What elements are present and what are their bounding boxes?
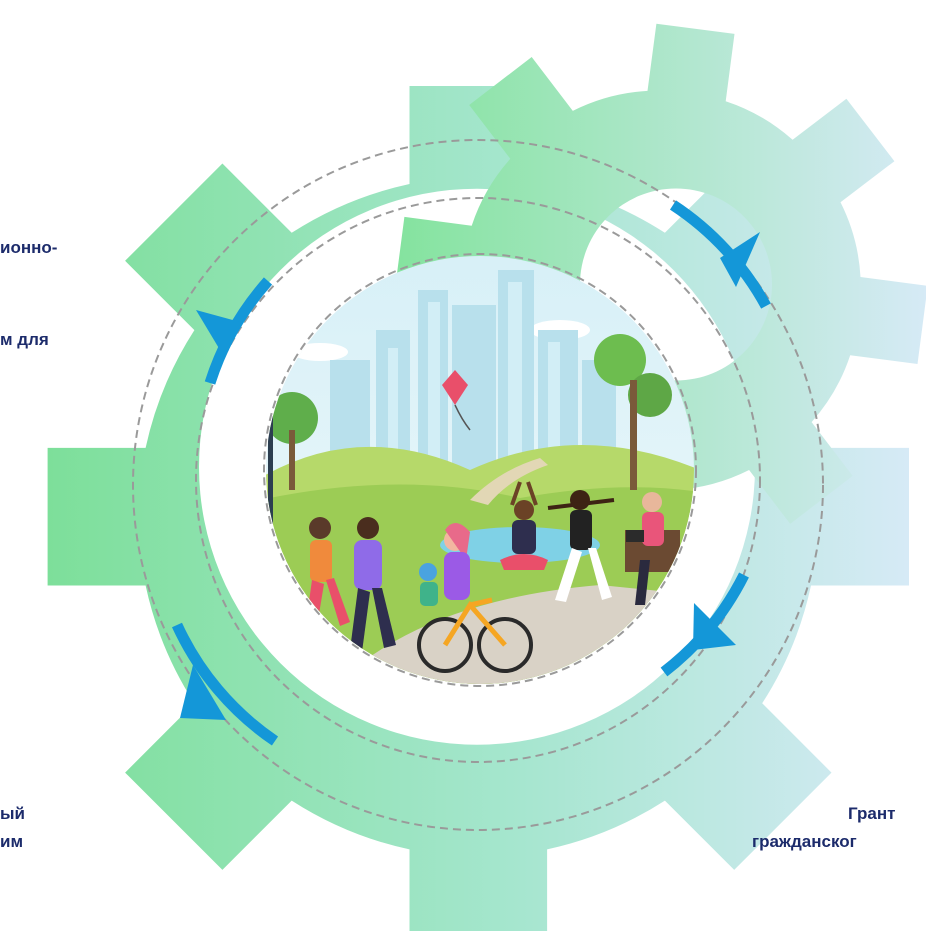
- kite-icon: [442, 370, 471, 431]
- arrowhead-left-bottom: [180, 665, 226, 720]
- arrowheads: [180, 232, 760, 720]
- label-bottom-right-line2: гражданског: [752, 832, 857, 851]
- label-top-left-line1: ионно-: [0, 238, 58, 257]
- inner-dashed-ring: [195, 197, 761, 763]
- stretch-figure: [547, 490, 615, 602]
- center-dashed-ring: [263, 253, 697, 687]
- arrowhead-left-top: [196, 310, 240, 350]
- label-bottom-left-line1: ый: [0, 804, 25, 823]
- large-gear: [47, 86, 909, 931]
- label-bottom-left-line2: им: [0, 832, 24, 851]
- label-bottom-right-line1: Грант: [848, 804, 896, 823]
- arrowhead-right-top: [720, 232, 760, 287]
- park-illustration: [266, 256, 694, 684]
- laptop-figure: [625, 492, 680, 605]
- outer-dashed-ring: [132, 139, 824, 831]
- arrowhead-right-bottom: [693, 603, 736, 650]
- cyclist-figure: [417, 522, 533, 673]
- label-top-left-line2: м для: [0, 330, 49, 349]
- yoga-figure: [500, 481, 548, 570]
- arrow-arc-left-bottom: [171, 622, 279, 746]
- dashed-rings: [132, 139, 824, 831]
- arrow-arc-right-top: [669, 200, 771, 309]
- jogger-figure: [350, 517, 396, 652]
